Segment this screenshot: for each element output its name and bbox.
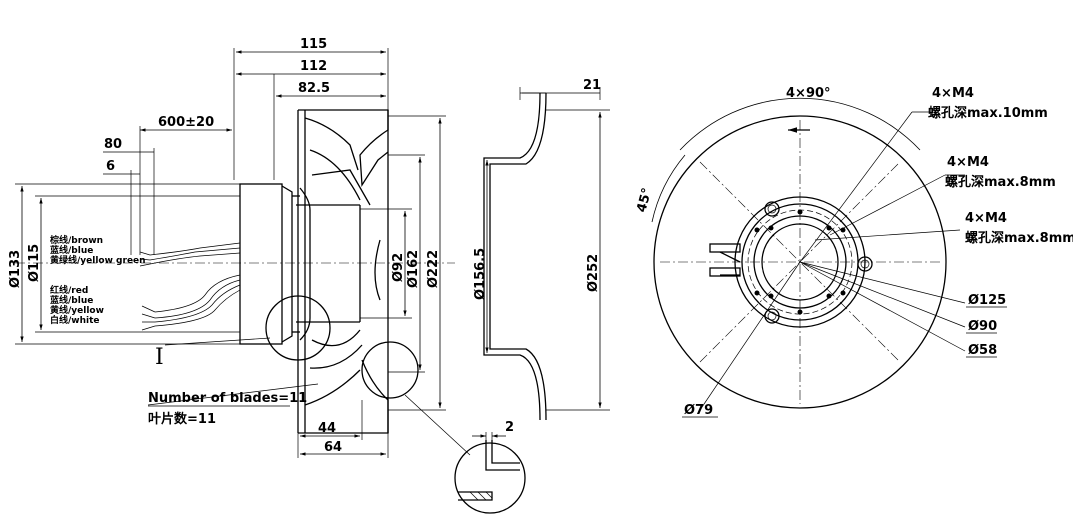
wire-label-red: 红线/red <box>50 284 88 296</box>
dim-2: 2 <box>505 420 514 435</box>
wire-label-white: 白线/white <box>50 314 100 326</box>
connector-top <box>709 243 741 253</box>
dim-dia58: Ø58 <box>968 343 997 358</box>
callout-2-thread: 4×M4 <box>947 155 989 170</box>
motor-body <box>239 183 361 345</box>
dim-21: 21 <box>583 78 601 93</box>
svg-text:6: 6 <box>106 159 115 174</box>
angle-45: 45° <box>634 186 655 214</box>
callout-3-thread: 4×M4 <box>965 211 1007 226</box>
dim-dia125: Ø125 <box>968 293 1006 308</box>
detail-circle-i <box>265 295 331 361</box>
section-view: 21 Ø252 Ø156.5 <box>473 78 610 421</box>
dim-112: 112 <box>236 59 386 180</box>
svg-text:80: 80 <box>104 137 122 152</box>
angle-4x90: 4×90° <box>786 86 831 101</box>
dim-dia156-5: Ø156.5 <box>473 248 488 300</box>
callout-2-depth: 螺孔深max.8mm <box>945 174 1056 190</box>
detail-mark-i: I <box>155 345 164 370</box>
dim-dia133: Ø133 <box>8 250 23 288</box>
dim-44: 44 <box>318 421 336 436</box>
dim-dia79: Ø79 <box>684 403 713 418</box>
dim-115: 115 <box>233 37 389 180</box>
wire-bundle-b: 红线/red 蓝线/blue 黄线/yellow 白线/white <box>50 274 241 331</box>
dim-80: 80 <box>103 137 155 255</box>
svg-text:82.5: 82.5 <box>298 81 330 96</box>
svg-text:112: 112 <box>300 59 327 74</box>
detail-zoom: 2 <box>454 420 526 514</box>
side-view: 115 112 82.5 600±20 80 6 <box>8 37 526 514</box>
impeller <box>297 109 389 434</box>
dim-dia162: Ø162 <box>406 250 421 288</box>
dim-64: 64 <box>324 440 342 455</box>
callout-3-depth: 螺孔深max.8mm <box>965 230 1073 246</box>
detail-circle-b <box>361 341 419 399</box>
dim-dia252: Ø252 <box>586 254 601 292</box>
svg-text:115: 115 <box>300 37 327 52</box>
dim-dia90: Ø90 <box>968 319 997 334</box>
connector-bottom <box>709 267 741 277</box>
dim-82-5: 82.5 <box>276 81 386 98</box>
wire-bundle-a: 棕线/brown 蓝线/blue 黄绿线/yellow green <box>49 234 241 267</box>
dim-dia92: Ø92 <box>391 253 406 282</box>
wire-label-yellow: 黄线/yellow <box>50 304 104 316</box>
wire-label-blue: 蓝线/blue <box>50 244 93 256</box>
wire-label-brown: 棕线/brown <box>49 234 103 246</box>
callout-1-thread: 4×M4 <box>932 86 974 101</box>
wire-label-blue-2: 蓝线/blue <box>50 294 93 306</box>
wire-label-yellow-green: 黄绿线/yellow green <box>50 254 146 266</box>
mount-holes <box>754 201 873 324</box>
dim-6: 6 <box>103 159 140 255</box>
dim-dia115: Ø115 <box>27 244 42 282</box>
callout-1-depth: 螺孔深max.10mm <box>928 105 1048 121</box>
svg-text:600±20: 600±20 <box>158 115 214 130</box>
outer-ring <box>653 115 947 409</box>
front-view: 4×90° 45° 4×M4 螺孔深max.10mm 4×M4 螺孔深max.8… <box>634 86 1073 418</box>
blades-count-en: Number of blades=11 <box>148 391 307 406</box>
blades-count-cn: 叶片数=11 <box>148 411 216 427</box>
dim-dia222: Ø222 <box>426 250 441 288</box>
dim-600: 600±20 <box>139 115 232 255</box>
